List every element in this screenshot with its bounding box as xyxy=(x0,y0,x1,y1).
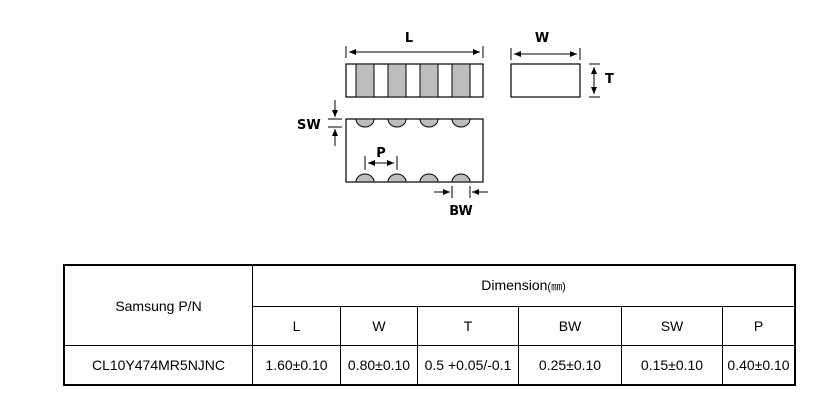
dimension-unit: (㎜) xyxy=(547,281,566,294)
label-L: L xyxy=(405,31,413,46)
label-P: P xyxy=(376,146,386,161)
column-header-SW: SW xyxy=(621,305,723,346)
table-row: CL10Y474MR5NJNC 1.60±0.10 0.80±0.10 0.5 … xyxy=(63,345,796,386)
part-number-header-label: Samsung P/N xyxy=(115,297,202,314)
column-header-BW: BW xyxy=(518,305,622,346)
table-header-row: Samsung P/N Dimension(㎜) xyxy=(63,264,796,346)
part-number-header: Samsung P/N xyxy=(63,264,253,346)
value-cell-T: 0.5 +0.05/-0.1 xyxy=(417,345,519,386)
column-header-L: L xyxy=(252,305,341,346)
side-view: W T xyxy=(510,31,614,98)
dimension-header-label: Dimension xyxy=(481,277,548,294)
label-BW: BW xyxy=(449,204,473,219)
column-header-T: T xyxy=(417,305,519,346)
dimension-header: Dimension(㎜) xyxy=(252,264,796,307)
value-cell-W: 0.80±0.10 xyxy=(340,345,418,386)
column-header-P: P xyxy=(722,305,796,346)
part-number-cell: CL10Y474MR5NJNC xyxy=(63,345,253,386)
label-W: W xyxy=(535,31,549,46)
dimension-table: Samsung P/N Dimension(㎜) L W T BW SW P C… xyxy=(63,264,796,386)
value-cell-SW: 0.15±0.10 xyxy=(621,345,723,386)
dimension-drawing: L W T SW xyxy=(297,31,614,219)
label-SW: SW xyxy=(297,118,321,133)
bottom-view: SW P BW xyxy=(297,100,488,219)
value-cell-P: 0.40±0.10 xyxy=(722,345,796,386)
label-T: T xyxy=(605,72,614,87)
top-view: L xyxy=(345,31,484,98)
value-cell-BW: 0.25±0.10 xyxy=(518,345,622,386)
value-cell-L: 1.60±0.10 xyxy=(252,345,341,386)
column-header-W: W xyxy=(340,305,418,346)
